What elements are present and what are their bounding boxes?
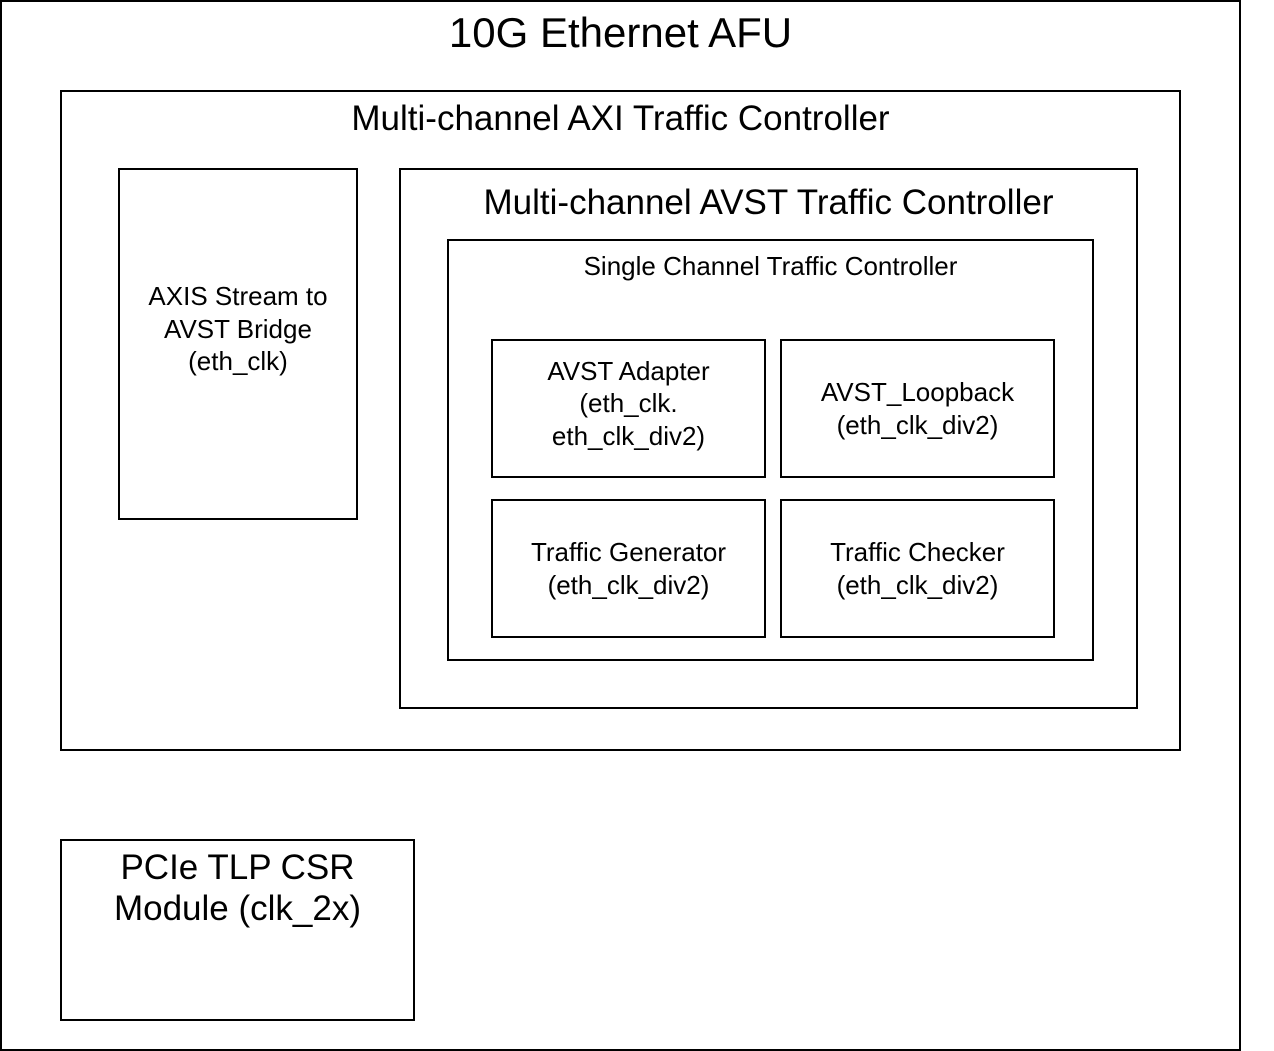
avst-adapter-label: AVST Adapter (eth_clk. eth_clk_div2) — [547, 355, 710, 451]
pcie-csr-module-box: PCIe TLP CSR Module (clk_2x) — [60, 839, 415, 1021]
pcie-csr-module-label: PCIe TLP CSR Module (clk_2x) — [113, 848, 362, 929]
axis-bridge-box: AXIS Stream to AVST Bridge (eth_clk) — [118, 168, 358, 520]
single-channel-controller-title: Single Channel Traffic Controller — [583, 251, 958, 281]
axi-traffic-controller-title: Multi-channel AXI Traffic Controller — [351, 99, 890, 138]
avst-loopback-label: AVST_Loopback (eth_clk_div2) — [820, 377, 1015, 440]
avst-adapter-box: AVST Adapter (eth_clk. eth_clk_div2) — [491, 339, 766, 478]
avst-loopback-box: AVST_Loopback (eth_clk_div2) — [780, 339, 1055, 478]
traffic-checker-box: Traffic Checker (eth_clk_div2) — [780, 499, 1055, 638]
avst-traffic-controller-title: Multi-channel AVST Traffic Controller — [483, 183, 1054, 222]
traffic-generator-box: Traffic Generator (eth_clk_div2) — [491, 499, 766, 638]
traffic-checker-label: Traffic Checker (eth_clk_div2) — [830, 537, 1005, 600]
axis-bridge-label: AXIS Stream to AVST Bridge (eth_clk) — [148, 281, 328, 377]
traffic-generator-label: Traffic Generator (eth_clk_div2) — [530, 537, 727, 600]
afu-title: 10G Ethernet AFU — [448, 9, 793, 56]
